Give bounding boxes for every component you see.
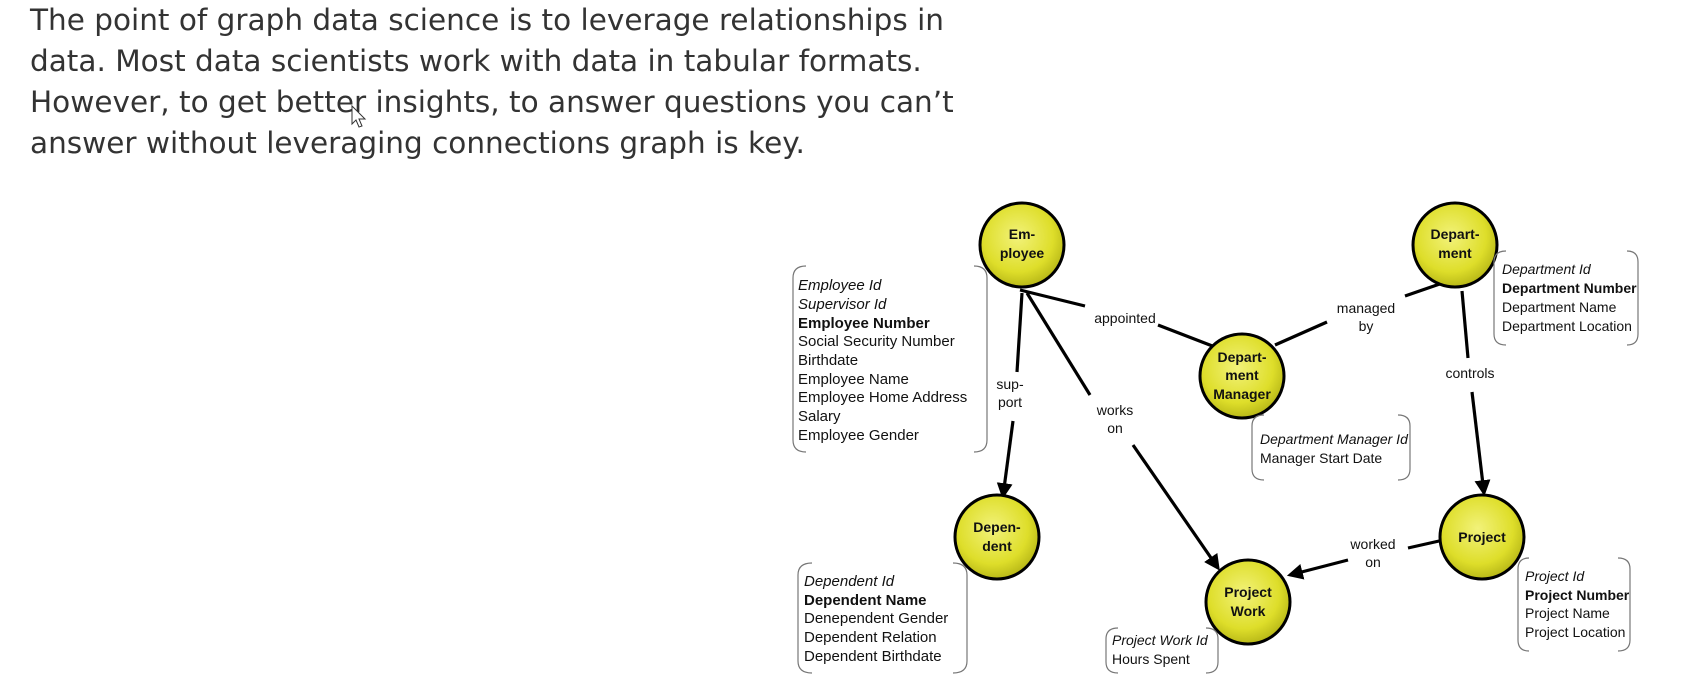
attribute-brackets (792, 250, 1639, 674)
attr-dependent-id: Dependent Id (804, 573, 895, 590)
edge-worked-on-b (1286, 558, 1349, 580)
attr-project-work-id: Project Work Id (1112, 632, 1209, 648)
intro-paragraph: The point of graph data science is to le… (30, 0, 1030, 164)
attributes-dependent: Dependent Id Dependent Name Denependent … (804, 573, 948, 665)
attr-supervisor-id: Supervisor Id (798, 296, 887, 313)
edge-controls-a (1460, 290, 1470, 359)
attr-birthdate: Birthdate (798, 352, 858, 369)
attr-employee-number: Employee Number (798, 315, 930, 332)
edge-appointed-b (1157, 323, 1216, 349)
attr-department-name: Department Name (1502, 299, 1617, 315)
svg-text:Depart-ment: Depart-ment (1430, 226, 1479, 261)
attr-department-location: Department Location (1502, 318, 1632, 334)
attr-employee-name: Employee Name (798, 371, 909, 388)
intro-line: The point of graph data science is to le… (30, 3, 944, 37)
edge-support-a (1015, 292, 1024, 373)
attr-dependent-gender: Denependent Gender (804, 610, 948, 627)
svg-text:Em-ployee: Em-ployee (1000, 226, 1045, 261)
intro-line: answer without leveraging connections gr… (30, 126, 805, 160)
attr-employee-gender: Employee Gender (798, 427, 919, 444)
edge-controls-b (1470, 391, 1491, 497)
attr-salary: Salary (798, 408, 841, 425)
intro-line: However, to get better insights, to answ… (30, 85, 954, 119)
attr-project-id: Project Id (1525, 568, 1585, 584)
attr-department-number: Department Number (1502, 280, 1637, 296)
edge-managed-by-a (1274, 320, 1328, 347)
attr-dependent-name: Dependent Name (804, 592, 927, 609)
node-project: Project (1438, 493, 1526, 581)
attr-ssn: Social Security Number (798, 333, 955, 350)
attr-project-name: Project Name (1525, 605, 1610, 621)
edge-works-on-b (1131, 444, 1220, 571)
edge-label-controls: controls (1445, 365, 1494, 381)
attributes-department: Department Id Department Number Departme… (1502, 261, 1637, 334)
attr-employee-home-address: Employee Home Address (798, 389, 967, 406)
edge-label-support: sup-port (996, 376, 1024, 410)
intro-line: data. Most data scientists work with dat… (30, 44, 922, 78)
attr-project-number: Project Number (1525, 587, 1630, 603)
attr-manager-start-date: Manager Start Date (1260, 450, 1382, 466)
attributes-project: Project Id Project Number Project Name P… (1525, 568, 1630, 640)
edge-appointed-a (1019, 288, 1086, 308)
attr-employee-id: Employee Id (798, 277, 882, 294)
attributes-employee: Employee Id Supervisor Id Employee Numbe… (798, 277, 967, 444)
attr-project-location: Project Location (1525, 624, 1625, 640)
edge-support-b (996, 420, 1015, 500)
attr-department-id: Department Id (1502, 261, 1592, 277)
attributes-department-manager: Department Manager Id Manager Start Date (1260, 431, 1409, 466)
edges (996, 275, 1491, 580)
mouse-cursor-icon (351, 104, 367, 128)
node-employee: Em-ployee (978, 201, 1066, 289)
svg-text:Project: Project (1458, 529, 1506, 545)
attr-dependent-birthdate: Dependent Birthdate (804, 648, 942, 665)
attr-dependent-relation: Dependent Relation (804, 629, 937, 646)
attr-department-manager-id: Department Manager Id (1260, 431, 1409, 447)
node-department: Depart-ment (1411, 201, 1499, 289)
attributes-project-work: Project Work Id Hours Spent (1112, 632, 1209, 667)
svg-text:Depen-dent: Depen-dent (973, 519, 1021, 554)
edge-label-appointed: appointed (1094, 310, 1156, 326)
attr-hours-spent: Hours Spent (1112, 651, 1190, 667)
node-dependent: Depen-dent (953, 493, 1041, 581)
edge-works-on-a (1025, 292, 1092, 396)
